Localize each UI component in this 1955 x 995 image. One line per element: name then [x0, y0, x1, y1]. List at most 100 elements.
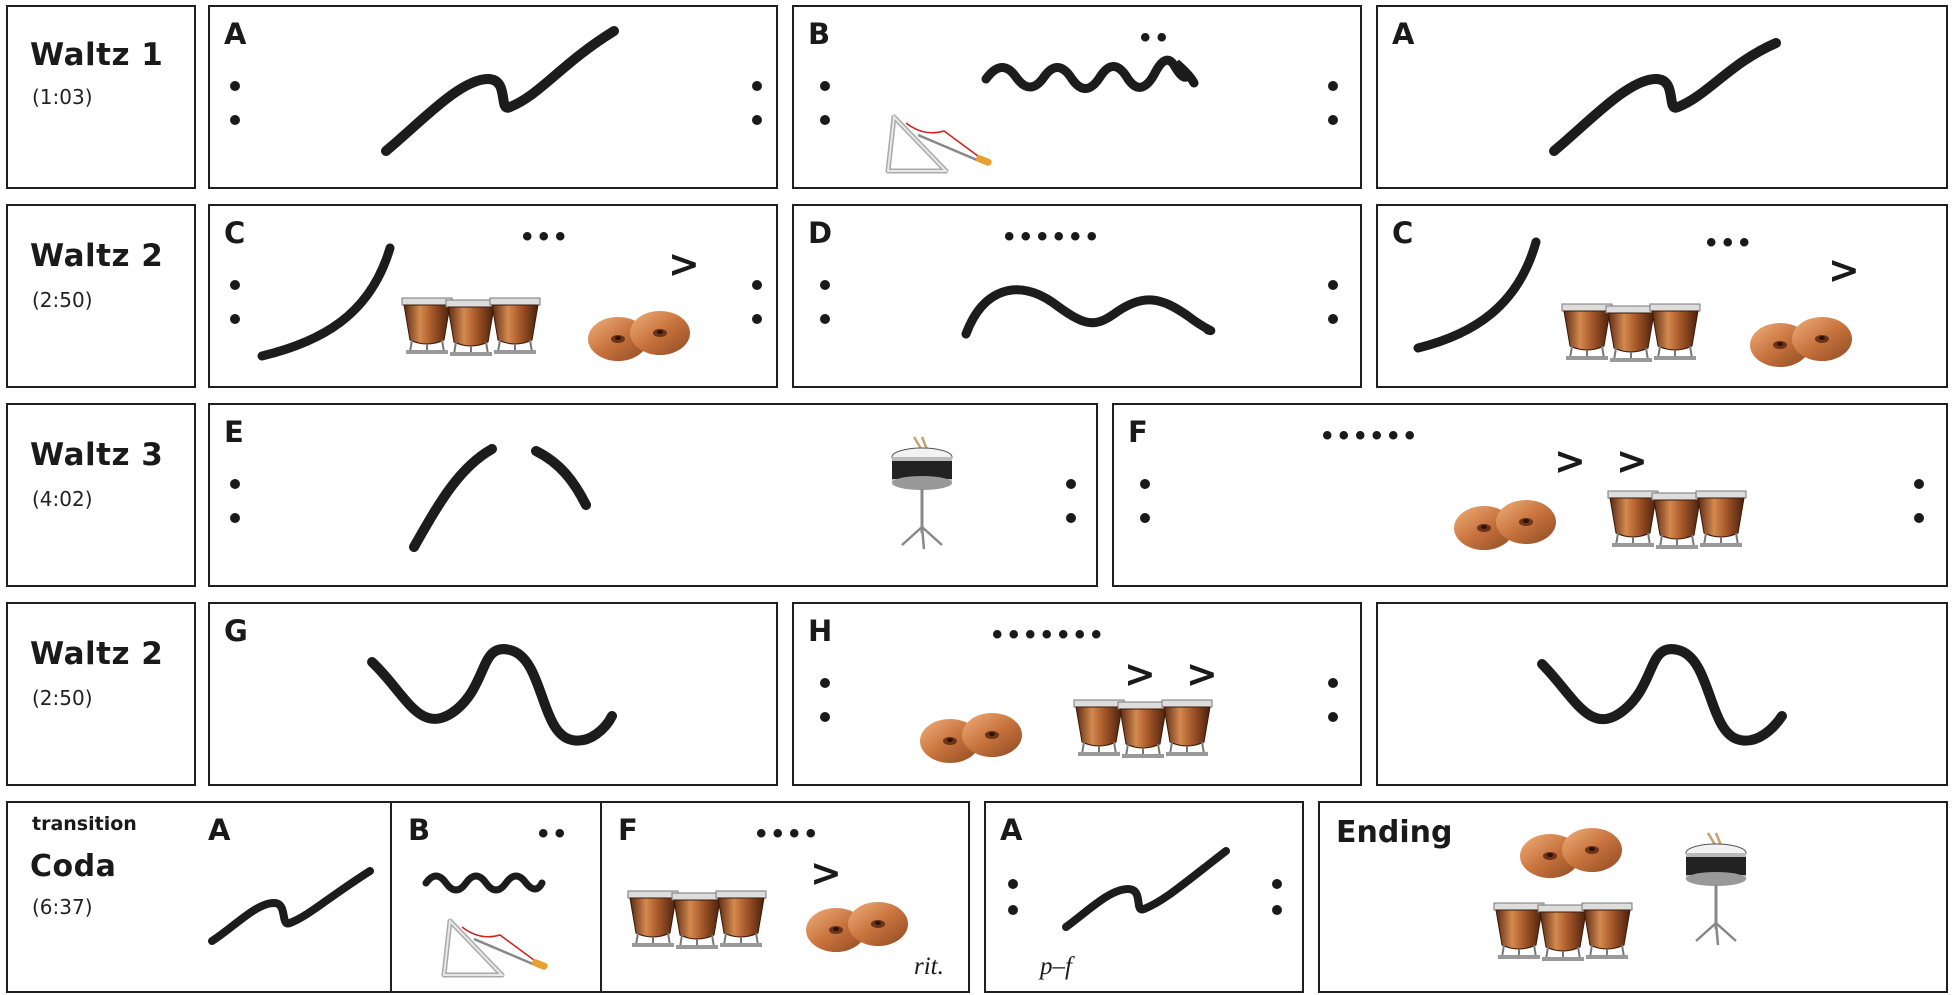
section-letter: G	[224, 614, 248, 648]
melodic-contour	[422, 872, 546, 894]
section-letter: A	[208, 813, 231, 847]
repeat-start-sign	[820, 280, 830, 324]
row-pre-label: transition	[32, 813, 137, 835]
repeat-end-sign	[752, 81, 762, 125]
snare-drum-icon	[890, 435, 954, 551]
repeat-end-sign	[1272, 879, 1282, 915]
repeat-end-sign	[752, 280, 762, 324]
section-box-e: E	[208, 403, 1098, 587]
beat-dots: ••	[1140, 21, 1174, 54]
row-time: (2:50)	[32, 288, 93, 312]
accent-mark: >	[810, 851, 842, 895]
section-box-c: C ••• >	[208, 204, 778, 388]
beat-dots: •••	[1706, 226, 1756, 259]
accent-mark: >	[1616, 439, 1648, 483]
timpani-icon	[1494, 903, 1644, 973]
repeat-start-sign	[1140, 479, 1150, 523]
timpani-icon	[1608, 491, 1758, 561]
repeat-start-sign	[820, 678, 830, 722]
cymbals-icon	[920, 710, 1040, 770]
section-box-coda-f: F •••• > rit.	[600, 801, 970, 993]
section-letter: F	[618, 813, 638, 847]
section-box-a: A	[208, 5, 778, 189]
row-title: Waltz 3	[30, 437, 164, 473]
section-box-a-repeat: A	[1376, 5, 1948, 189]
melodic-contour	[367, 644, 617, 746]
section-box-coda-a-return: A p–f	[984, 801, 1304, 993]
repeat-start-sign	[820, 81, 830, 125]
beat-dots: ••••••	[1004, 220, 1104, 253]
timpani-icon	[1562, 304, 1712, 374]
accent-mark: >	[1554, 439, 1586, 483]
section-letter: B	[808, 17, 831, 51]
row-title: Waltz 2	[30, 238, 164, 274]
snare-drum-icon	[1684, 831, 1748, 947]
cymbals-icon	[1750, 314, 1870, 374]
section-letter: B	[408, 813, 431, 847]
triangle-icon	[886, 107, 996, 179]
accent-mark: >	[668, 242, 700, 286]
melodic-contour	[208, 867, 374, 945]
accent-mark: >	[1828, 248, 1860, 292]
section-box-g: G	[208, 602, 778, 786]
row-title: Waltz 2	[30, 636, 164, 672]
row-title: Waltz 1	[30, 37, 164, 73]
section-letter: D	[808, 216, 833, 250]
melodic-contour	[961, 285, 1216, 339]
row-time: (1:03)	[32, 85, 93, 109]
timpani-icon	[1074, 700, 1224, 770]
repeat-end-sign	[1328, 678, 1338, 722]
repeat-start-sign	[1008, 879, 1018, 915]
section-box-coda-b: B ••	[390, 801, 602, 993]
repeat-start-sign	[230, 280, 240, 324]
beat-dots: ••••	[756, 817, 823, 850]
section-box-f: F •••••• > >	[1112, 403, 1948, 587]
ritardando-marking: rit.	[914, 953, 944, 980]
repeat-start-sign	[230, 81, 240, 125]
row-time: (4:02)	[32, 487, 93, 511]
repeat-start-sign	[230, 479, 240, 523]
melodic-contour	[381, 26, 619, 156]
cymbals-icon	[1520, 825, 1640, 885]
repeat-end-sign	[1328, 280, 1338, 324]
timpani-icon	[628, 891, 778, 961]
repeat-end-sign	[1066, 479, 1076, 523]
accent-mark: >	[1124, 652, 1156, 696]
row-label-coda: transition Coda (6:37)	[6, 801, 196, 993]
dynamics-marking: p–f	[1040, 953, 1072, 980]
section-letter: C	[1392, 216, 1414, 250]
cymbals-icon	[806, 899, 926, 959]
melodic-contour	[1062, 847, 1230, 931]
melodic-contour	[409, 444, 591, 552]
melodic-contour	[1537, 644, 1787, 746]
section-box-d: D ••••••	[792, 204, 1362, 388]
section-box-coda-a: A	[194, 801, 392, 993]
repeat-end-sign	[1328, 81, 1338, 125]
beat-dots: ••••••	[1322, 419, 1422, 452]
triangle-icon	[442, 911, 552, 983]
beat-dots: •••	[522, 220, 572, 253]
row-label-waltz-1: Waltz 1 (1:03)	[6, 5, 196, 189]
section-box-c-repeat: C ••• >	[1376, 204, 1948, 388]
melodic-contour	[257, 243, 395, 361]
section-letter: A	[1000, 813, 1023, 847]
section-box-h: H ••••••• > >	[792, 602, 1362, 786]
row-label-waltz-2: Waltz 2 (2:50)	[6, 204, 196, 388]
beat-dots: •••••••	[992, 618, 1108, 651]
accent-mark: >	[1186, 652, 1218, 696]
section-letter: H	[808, 614, 833, 648]
row-label-waltz-2-return: Waltz 2 (2:50)	[6, 602, 196, 786]
melodic-contour	[1549, 38, 1781, 156]
cymbals-icon	[1454, 497, 1574, 557]
beat-dots: ••	[538, 817, 572, 850]
row-time: (6:37)	[32, 895, 93, 919]
row-time: (2:50)	[32, 686, 93, 710]
melodic-contour	[1413, 237, 1541, 353]
section-box-g-repeat	[1376, 602, 1948, 786]
ending-label: Ending	[1336, 815, 1453, 850]
melodic-contour	[981, 55, 1199, 93]
row-label-waltz-3: Waltz 3 (4:02)	[6, 403, 196, 587]
section-letter: E	[224, 415, 244, 449]
section-letter: C	[224, 216, 246, 250]
row-title: Coda	[30, 849, 117, 884]
